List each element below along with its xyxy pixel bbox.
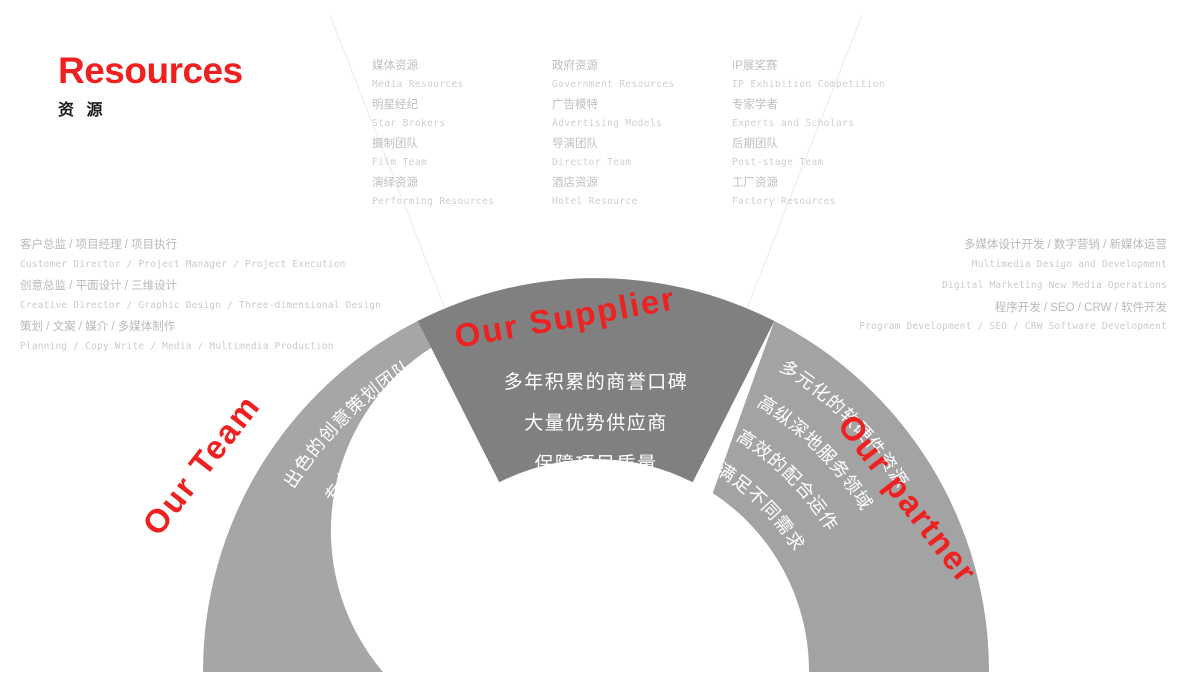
- page-title-en: Resources: [58, 50, 243, 91]
- resource-item-cn: 媒体资源: [372, 60, 418, 72]
- resource-item-en: IP Exhibition Competition: [732, 78, 885, 90]
- partner-role-cn: 程序开发 / SEO / CRW / 软件开发: [994, 301, 1167, 314]
- resource-item-cn: 后期团队: [732, 138, 778, 150]
- wheel-segment-partner[interactable]: [712, 321, 990, 672]
- team-role-cn: 策划 / 文案 / 媒介 / 多媒体制作: [20, 321, 176, 333]
- resource-item-cn: 摄制团队: [372, 138, 418, 150]
- resource-item-en: Performing Resources: [372, 195, 495, 207]
- resource-item-cn: 导演团队: [552, 138, 598, 150]
- resource-item-en: Government Resources: [552, 78, 675, 90]
- resource-item-cn: 工厂资源: [732, 177, 778, 189]
- resource-item-cn: 广告模特: [552, 99, 598, 111]
- team-role-cn: 客户总监 / 项目经理 / 项目执行: [20, 239, 178, 251]
- resource-item-en: Experts and Scholars: [732, 117, 855, 129]
- team-roles-block: 客户总监 / 项目经理 / 项目执行 Customer Director / P…: [20, 239, 382, 363]
- resource-item-en: Post-stage Team: [732, 156, 824, 168]
- resource-column-group: 媒体资源 Media Resources 明星经纪 Star Brokers 摄…: [372, 60, 912, 217]
- team-role-en: Creative Director / Graphic Design / Thr…: [20, 299, 382, 311]
- resource-item-en: Hotel Resource: [552, 195, 638, 207]
- resource-item-cn: IP展奖赛: [732, 60, 778, 72]
- resource-item-cn: 演绎资源: [372, 177, 418, 189]
- wheel-segment-supplier[interactable]: [417, 278, 775, 483]
- resource-item-en: Factory Resources: [732, 195, 837, 207]
- supplier-item: 大量优势供应商: [524, 412, 668, 434]
- partner-role-cn: 多媒体设计开发 / 数字营销 / 新媒体运营: [963, 239, 1167, 251]
- resource-column-media: 媒体资源 Media Resources 明星经纪 Star Brokers 摄…: [372, 60, 552, 217]
- resource-item-cn: 专家学者: [732, 99, 778, 111]
- resource-item-en: Advertising Models: [552, 117, 663, 129]
- partner-role-en: Digital Marketing New Media Operations: [942, 280, 1167, 291]
- resource-column-government: 政府资源 Government Resources 广告模特 Advertisi…: [552, 60, 732, 217]
- team-role-en: Planning / Copy Write / Media / Multimed…: [20, 340, 334, 352]
- team-role-cn: 创意总监 / 平面设计 / 三维设计: [20, 280, 178, 292]
- supplier-item: 多年积累的商誉口碑: [504, 371, 689, 393]
- resource-item-cn: 政府资源: [552, 60, 598, 72]
- wheel-segment-team[interactable]: [202, 313, 714, 672]
- resource-item-en: Star Brokers: [372, 117, 446, 129]
- page-title: Resources 资 源: [58, 52, 243, 120]
- partner-roles-block: 多媒体设计开发 / 数字营销 / 新媒体运营 Multimedia Design…: [859, 239, 1167, 344]
- resource-item-en: Film Team: [372, 156, 428, 168]
- partner-role-en: Multimedia Design and Development: [971, 258, 1167, 270]
- resource-item-en: Media Resources: [372, 78, 464, 90]
- supplier-item: 降低采购成本: [534, 483, 657, 505]
- resource-column-exhibition: IP展奖赛 IP Exhibition Competition 专家学者 Exp…: [732, 60, 912, 217]
- partner-role-en: Program Development / SEO / CRW Software…: [859, 321, 1167, 332]
- team-role-en: Customer Director / Project Manager / Pr…: [20, 258, 346, 270]
- supplier-item: 保障项目质量: [534, 453, 657, 475]
- resource-item-cn: 酒店资源: [552, 177, 598, 189]
- resource-item-cn: 明星经纪: [372, 99, 418, 111]
- page-title-cn: 资 源: [58, 102, 107, 119]
- supplier-item-group: 多年积累的商誉口碑 大量优势供应商 保障项目质量 降低采购成本: [504, 371, 689, 505]
- resource-item-en: Director Team: [552, 156, 632, 168]
